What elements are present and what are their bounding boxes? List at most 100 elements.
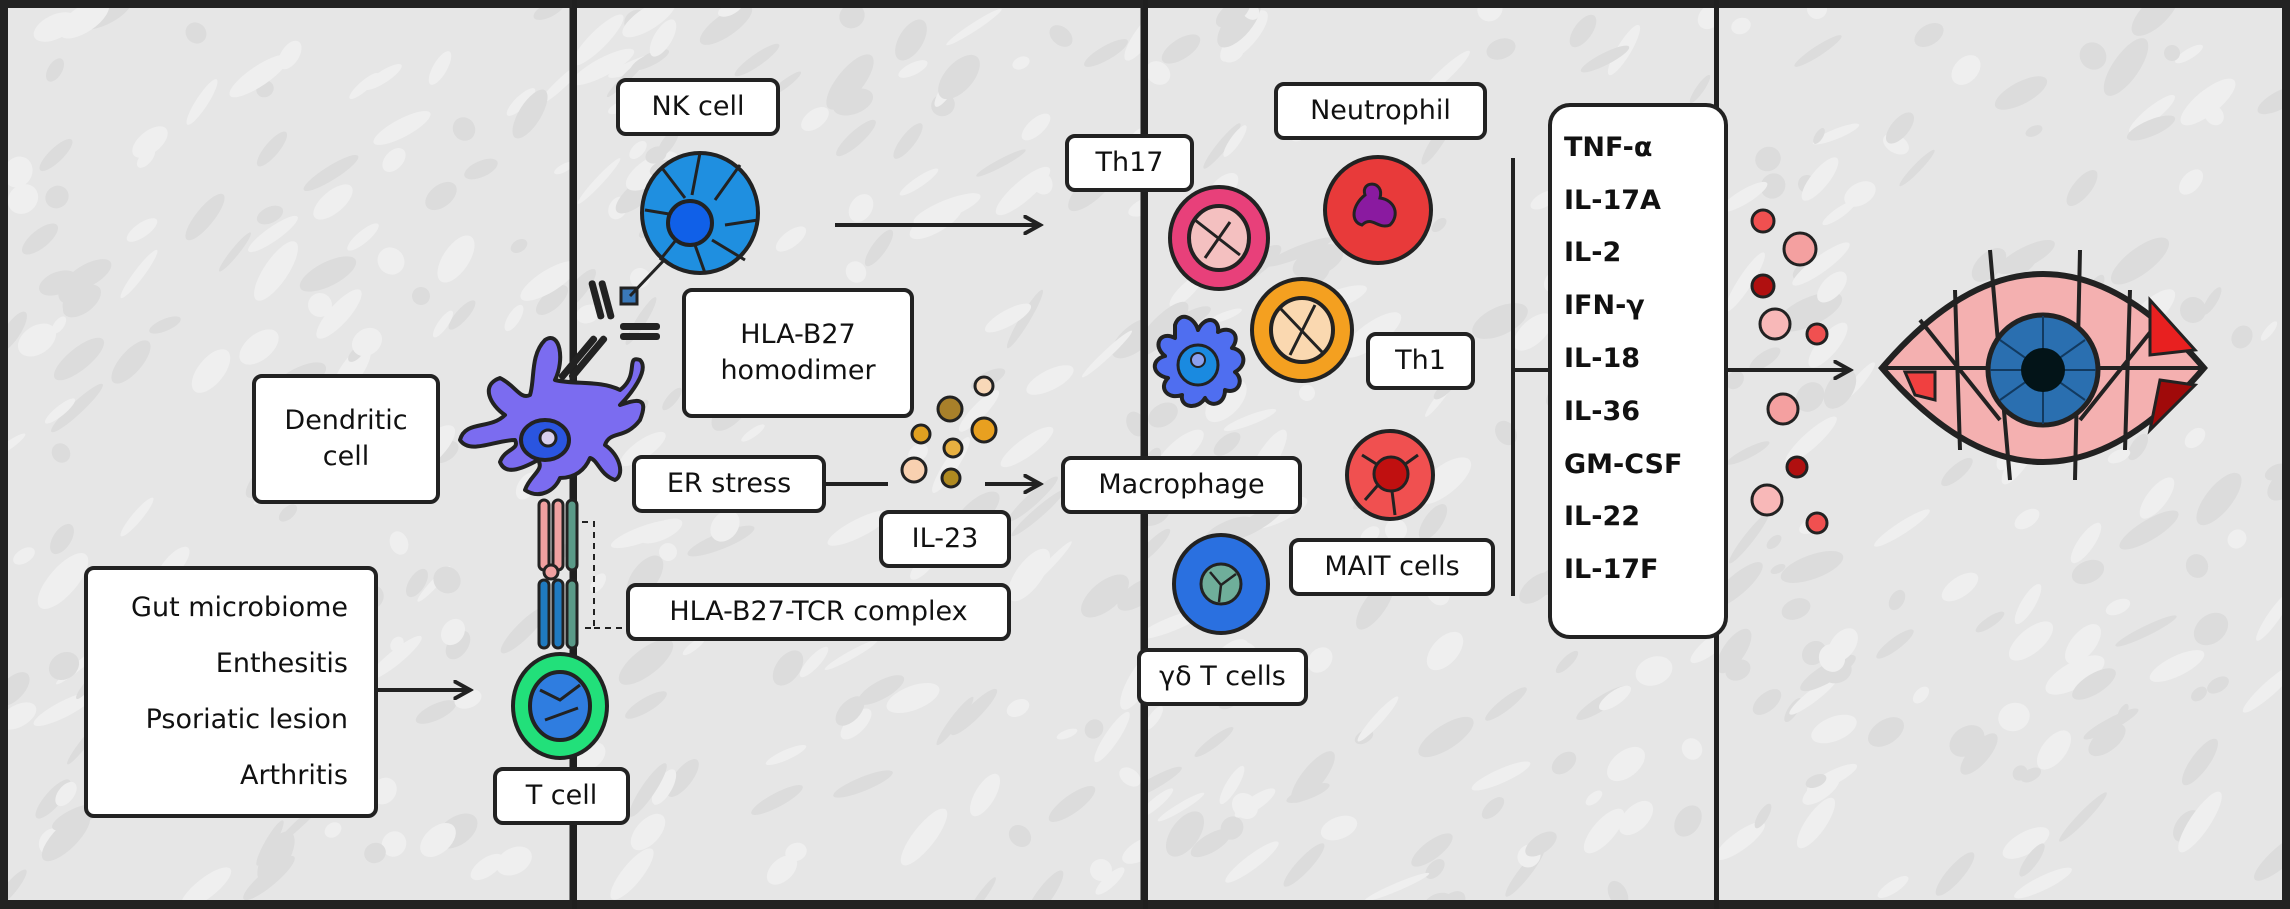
texture-blob (2072, 668, 2116, 700)
texture-blob (2019, 843, 2045, 877)
texture-blob (710, 510, 740, 542)
texture-blob (256, 820, 284, 866)
texture-blob (938, 54, 980, 100)
texture-blob (1770, 563, 1786, 575)
th17-label: Th17 (1065, 134, 1194, 192)
texture-blob (1598, 685, 1632, 711)
texture-blob (936, 696, 974, 746)
texture-blob (577, 304, 600, 324)
texture-blob (1525, 831, 1557, 857)
texture-blob (1148, 609, 1206, 639)
texture-blob (1749, 347, 1781, 371)
background-texture (1719, 8, 2282, 899)
texture-blob (541, 544, 571, 568)
texture-blob (2193, 612, 2229, 646)
texture-blob (2207, 676, 2229, 694)
texture-blob (2149, 650, 2205, 682)
texture-blob (149, 316, 181, 334)
texture-blob (629, 140, 647, 160)
texture-blob (373, 111, 431, 145)
texture-blob (1234, 788, 1276, 818)
texture-blob (1049, 25, 1073, 47)
texture-blob (2122, 289, 2176, 339)
texture-blob (1048, 786, 1096, 822)
cytokine-item: IL-17F (1564, 554, 1659, 586)
texture-blob (835, 696, 865, 726)
texture-blob (1119, 767, 1141, 787)
texture-blob (1874, 509, 1930, 547)
texture-blob (1583, 808, 1625, 854)
texture-blob (1006, 289, 1044, 349)
texture-blob (2025, 125, 2043, 137)
texture-blob (1117, 577, 1143, 611)
texture-blob (1949, 725, 1985, 757)
texture-blob (299, 256, 357, 292)
texture-blob (2115, 615, 2177, 647)
texture-blob (1690, 626, 1714, 664)
texture-blob (1585, 790, 1603, 806)
texture-blob (625, 691, 667, 719)
texture-blob (512, 89, 548, 139)
texture-blob (1960, 733, 1998, 775)
texture-blob (420, 822, 456, 858)
texture-blob (1941, 572, 1979, 602)
texture-blob (2065, 624, 2101, 664)
texture-blob (1719, 821, 1765, 861)
texture-blob (13, 547, 35, 565)
texture-blob (1728, 512, 1770, 564)
texture-blob (845, 261, 867, 283)
texture-blob (976, 149, 1026, 177)
texture-blob (1697, 8, 1714, 30)
texture-blob (1007, 548, 1051, 602)
texture-blob (180, 867, 232, 900)
texture-blob (1635, 656, 1673, 686)
texture-blob (8, 702, 37, 730)
texture-blob (1157, 792, 1205, 822)
texture-blob (717, 8, 743, 17)
texture-blob (1812, 123, 1860, 145)
texture-blob (364, 64, 402, 90)
texture-blob (1213, 432, 1241, 456)
hla-b27-homodimer-label: HLA-B27 homodimer (682, 288, 914, 418)
texture-blob (1220, 816, 1244, 840)
texture-blob (1006, 698, 1030, 718)
texture-blob (8, 311, 27, 353)
texture-blob (610, 848, 654, 900)
texture-blob (1876, 629, 1914, 659)
texture-blob (1021, 113, 1051, 141)
texture-blob (1084, 39, 1128, 67)
texture-blob (772, 650, 804, 686)
texture-blob (2002, 827, 2050, 859)
texture-blob (1519, 572, 1555, 604)
texture-blob (50, 523, 74, 555)
texture-blob (699, 8, 753, 45)
texture-blob (995, 166, 1051, 216)
texture-blob (2184, 427, 2206, 449)
texture-blob (649, 19, 677, 57)
cytokine-item: IL-36 (1564, 395, 1641, 427)
texture-blob (2110, 237, 2170, 285)
texture-blob (682, 636, 706, 656)
texture-blob (848, 194, 874, 222)
hla-b27-tcr-complex-label: HLA-B27-TCR complex (626, 583, 1011, 641)
texture-blob (1807, 8, 1827, 19)
texture-blob (1223, 408, 1277, 432)
texture-blob (899, 168, 939, 196)
texture-blob (1607, 746, 1645, 782)
texture-blob (630, 813, 666, 851)
texture-blob (504, 304, 524, 332)
texture-blob (1026, 365, 1074, 395)
texture-blob (1148, 528, 1171, 566)
texture-blob (120, 249, 158, 299)
texture-blob (1618, 800, 1654, 836)
texture-blob (895, 19, 927, 61)
texture-blob (1780, 551, 1844, 583)
texture-blob (1122, 836, 1143, 864)
texture-blob (1081, 330, 1133, 378)
texture-blob (913, 193, 981, 225)
texture-blob (2185, 554, 2209, 578)
texture-blob (1938, 344, 1984, 372)
texture-blob (506, 88, 536, 116)
texture-blob (1607, 880, 1629, 900)
texture-blob (1795, 382, 1825, 412)
